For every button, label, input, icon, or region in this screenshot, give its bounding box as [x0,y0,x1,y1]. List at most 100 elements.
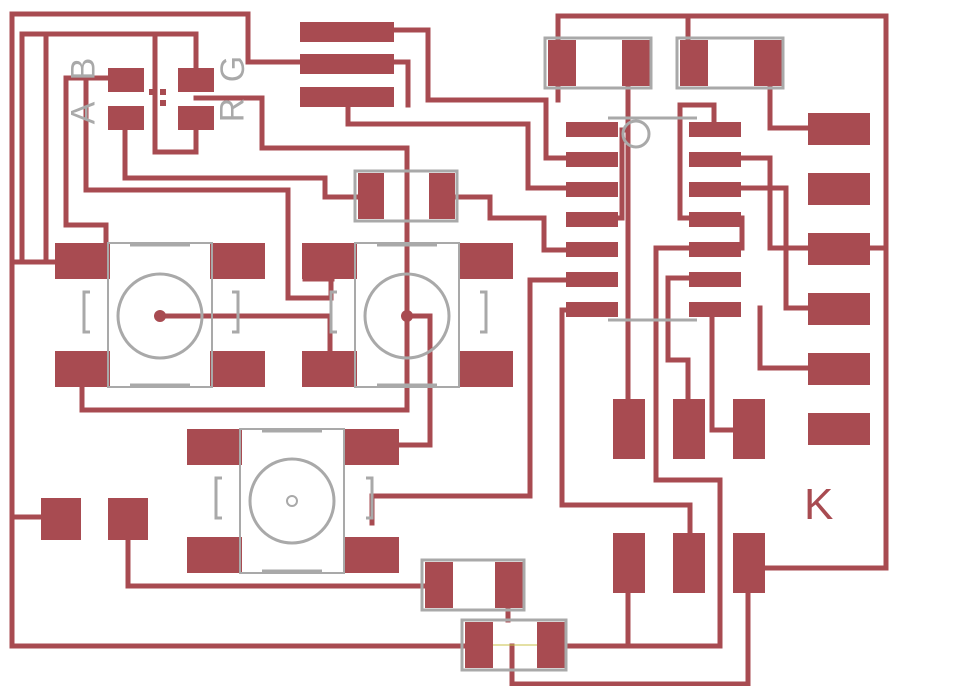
pad-chip-r4 [689,212,741,227]
pad-sw2-tl [302,243,357,279]
pad-chip-r5 [689,242,741,257]
label-r: R [213,97,252,123]
pad-res3-a [680,40,708,86]
via-sw1-center [154,310,166,322]
trace-bottom-frame [509,562,751,686]
pad-sw1-br [210,351,265,387]
pad-res1-a [358,173,384,219]
silk-sw3-bracket-r [366,476,374,520]
pad-bl-1 [41,498,81,540]
pad-led-mark-2 [160,89,166,95]
label-b: B [64,57,103,81]
pad-chip-r3 [689,182,741,197]
pad-led-r [178,106,214,130]
silk-res1 [353,169,459,223]
silk-sw3-ring [248,457,336,545]
silk-chip-pin1-mark [621,119,651,149]
pad-led-b [108,68,144,92]
pad-chip-l4 [566,212,618,227]
pad-v-5 [673,533,705,593]
pad-res5-a [465,622,493,668]
silk-res2 [543,36,653,90]
pad-conn-3 [808,233,870,265]
pad-res1-b [429,173,455,219]
pad-sw2-br [458,351,513,387]
silk-sw1-bracket-l [82,290,90,334]
pad-header-2 [300,54,394,74]
trace-bottom-left [9,259,493,649]
pad-led-g [178,68,214,92]
pad-sw3-tl [187,429,242,465]
silk-sw2-bracket-l [329,290,337,334]
silk-sw2-ring [363,272,451,360]
pad-header-1 [300,22,394,42]
pad-res2-a [548,40,576,86]
via-dots [154,310,413,322]
silkscreen [82,36,785,672]
pad-conn-5 [808,353,870,385]
trace-res1-right [438,194,595,253]
trace-hdr-3 [345,94,595,191]
label-a: A [64,101,103,125]
pad-res4-a [425,562,453,608]
silk-sw3-center [286,495,298,507]
silk-sw3-bracket-l [214,476,222,520]
pad-led-a [108,106,144,130]
pad-res2-b [622,40,650,86]
pad-sw1-bl [55,351,110,387]
pad-chip-l1 [566,122,618,137]
pad-chip-r6 [689,272,741,287]
pad-v-1 [613,399,645,459]
copper-pads [41,22,870,668]
pad-chip-l6 [566,272,618,287]
silk-sw2-body [354,242,460,388]
trace-pin-r5 [625,245,723,649]
silk-sw3-body [239,428,345,574]
pad-sw2-tr [458,243,513,279]
pad-res3-b [754,40,782,86]
silk-sw2-bracket-r [480,290,488,334]
pad-conn-4 [808,293,870,325]
pad-conn-2 [808,173,870,205]
pad-chip-l2 [566,152,618,167]
pad-chip-r1 [689,122,741,137]
pad-header-3 [300,87,394,107]
via-sw2-center [401,310,413,322]
pad-led-mark-3 [160,100,166,106]
pad-conn-6 [808,413,870,445]
pad-chip-r7 [689,302,741,317]
pad-sw1-tr [210,243,265,279]
label-g: G [214,55,253,83]
trace-pin-r6 [665,275,715,418]
pad-led-mark-1 [149,89,155,95]
pad-chip-l3 [566,182,618,197]
trace-sw2-center [369,313,433,448]
pad-res5-b [537,622,565,668]
pad-chip-r2 [689,152,741,167]
trace-led-b [43,31,199,265]
silk-res5 [460,618,568,672]
pad-res4-b [495,562,523,608]
pad-v-3 [733,399,765,459]
pad-sw1-tl [55,243,110,279]
label-k: K [804,480,834,529]
trace-hdr-1 [345,27,595,161]
silk-sw1-ring [116,272,204,360]
pad-chip-l7 [566,302,618,317]
pad-sw3-bl [187,537,242,573]
pad-bl-2 [108,498,148,540]
pad-sw2-bl [302,351,357,387]
pad-v-6 [733,533,765,593]
pad-sw3-br [344,537,399,573]
trace-led-r [122,114,375,200]
pad-v-2 [673,399,705,459]
pad-conn-1 [808,113,870,145]
silk-sw1-bracket-r [232,290,240,334]
pad-chip-l5 [566,242,618,257]
pad-sw3-tr [344,429,399,465]
silk-res3 [675,36,785,90]
silk-res4 [420,558,526,612]
trace-led-r2 [79,95,410,413]
